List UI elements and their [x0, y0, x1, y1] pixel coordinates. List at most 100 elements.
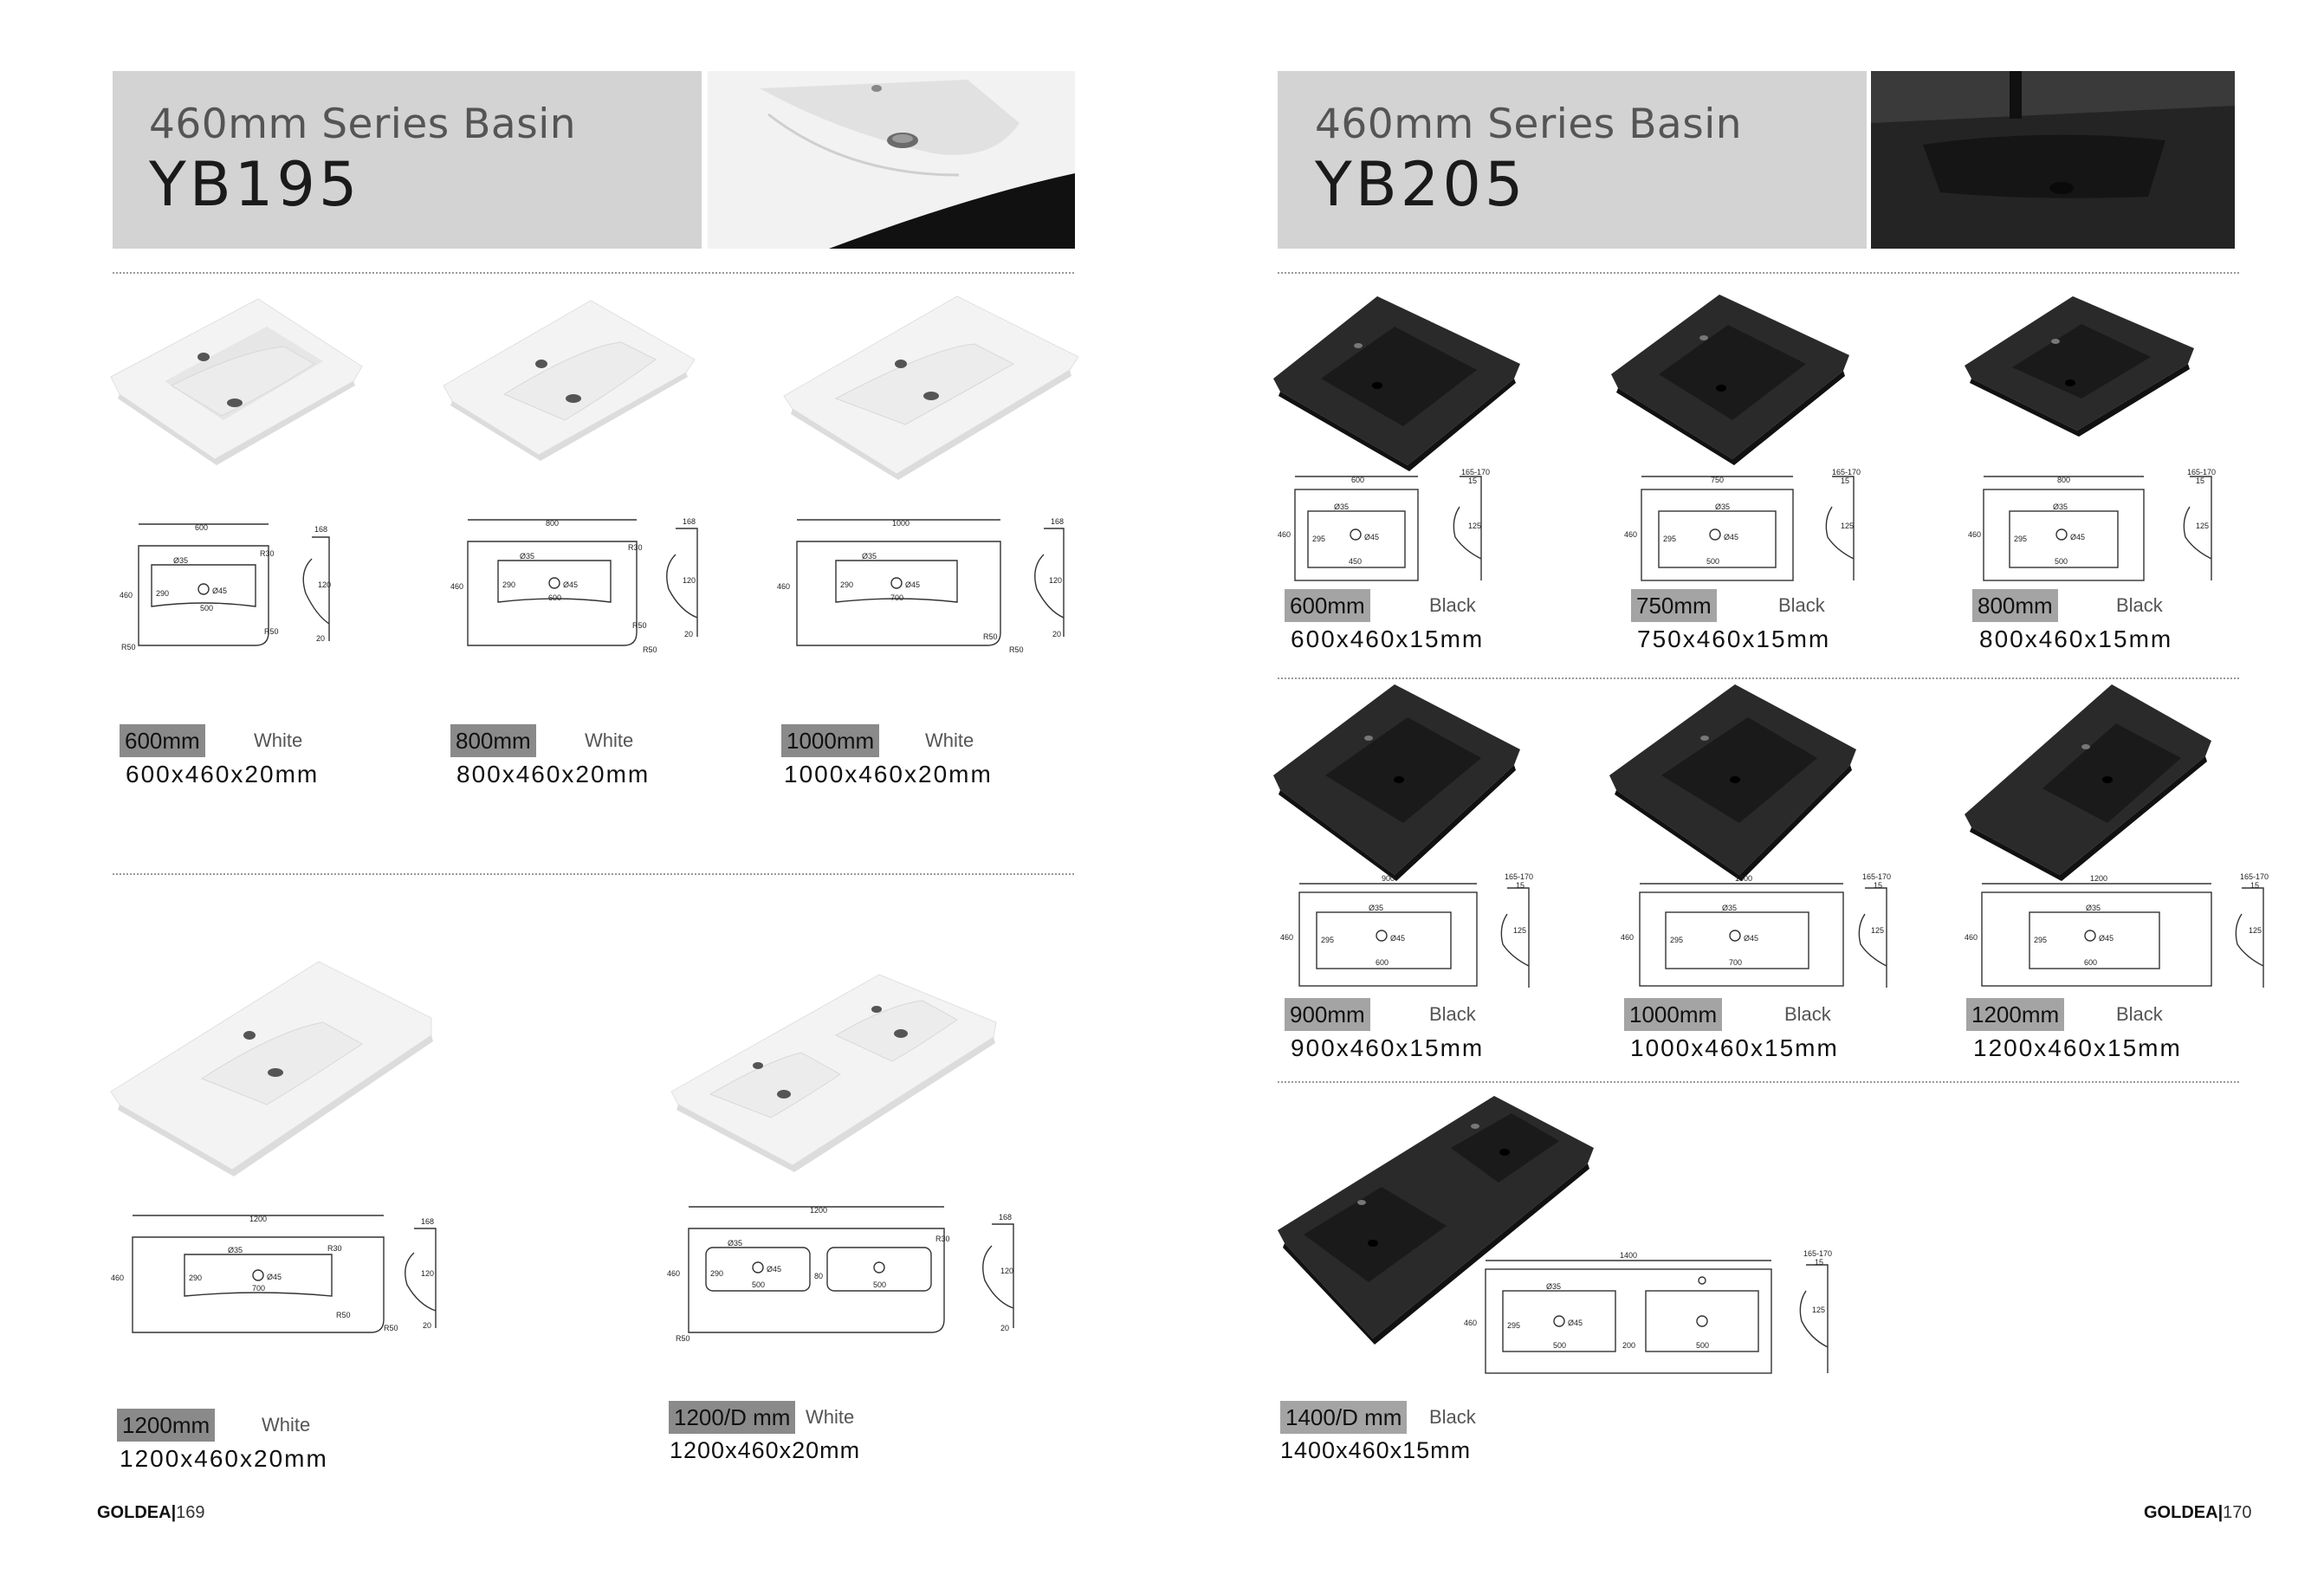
- basin-photo-white-1000: [783, 295, 1079, 480]
- footer-page-number: 169: [176, 1503, 205, 1522]
- drawing-black-750: 750 Ø45 Ø35 500 295 460 165-170 15 125: [1624, 468, 1861, 581]
- dims-label: 1400x460x15mm: [1280, 1437, 1472, 1463]
- left-divider-mid: [113, 873, 1074, 875]
- svg-text:15: 15: [2250, 881, 2259, 890]
- svg-text:460: 460: [777, 582, 790, 591]
- svg-text:Ø45: Ø45: [267, 1273, 282, 1281]
- svg-text:1200: 1200: [810, 1206, 827, 1215]
- svg-text:Ø45: Ø45: [563, 580, 578, 589]
- svg-text:600: 600: [1376, 958, 1389, 967]
- left-header-photo: [708, 71, 1075, 249]
- svg-text:15: 15: [1815, 1258, 1823, 1267]
- left-divider-top: [113, 272, 1074, 274]
- svg-text:125: 125: [1468, 522, 1481, 530]
- svg-text:Ø45: Ø45: [1364, 533, 1379, 541]
- svg-text:700: 700: [890, 593, 903, 602]
- svg-text:Ø45: Ø45: [2070, 533, 2085, 541]
- size-tag-1200: 1200mm: [117, 1409, 216, 1442]
- svg-text:168: 168: [421, 1217, 434, 1226]
- svg-text:120: 120: [318, 580, 331, 589]
- svg-text:460: 460: [1464, 1319, 1477, 1327]
- dims-label: 1200x460x15mm: [1973, 1034, 2182, 1061]
- right-divider-1: [1278, 677, 2239, 679]
- svg-text:Ø45: Ø45: [212, 587, 227, 595]
- svg-text:295: 295: [1321, 936, 1334, 944]
- basin-photo-black-900: [1273, 684, 1520, 881]
- dims-label: 750x460x15mm: [1637, 625, 1831, 652]
- svg-text:200: 200: [1622, 1341, 1635, 1350]
- size-tag-600: 600mm: [1285, 589, 1370, 622]
- svg-text:80: 80: [814, 1272, 823, 1280]
- svg-text:460: 460: [450, 582, 463, 591]
- svg-text:165-170: 165-170: [2240, 872, 2269, 881]
- color-label: White: [925, 729, 974, 751]
- drawing-white-600: 600 Ø45 Ø35 500 290 460 R30 R50 R50 168 …: [120, 523, 331, 651]
- dims-label: 800x460x15mm: [1979, 625, 2173, 652]
- color-label: Black: [2116, 594, 2163, 616]
- svg-text:500: 500: [1696, 1341, 1709, 1350]
- svg-text:R50: R50: [643, 645, 657, 654]
- left-model-title: YB195: [149, 149, 361, 220]
- svg-text:290: 290: [840, 580, 853, 589]
- svg-text:1400: 1400: [1620, 1251, 1637, 1260]
- svg-text:Ø35: Ø35: [862, 552, 877, 561]
- dims-label: 1000x460x15mm: [1630, 1034, 1839, 1061]
- svg-text:120: 120: [421, 1269, 434, 1278]
- size-tag-900: 900mm: [1285, 998, 1370, 1031]
- svg-text:1000: 1000: [1735, 874, 1752, 883]
- color-label: Black: [2116, 1003, 2163, 1025]
- size-tag-800: 800mm: [450, 724, 536, 757]
- svg-text:R50: R50: [384, 1324, 398, 1332]
- size-tag-1400d: 1400/D mm: [1280, 1401, 1408, 1434]
- svg-text:125: 125: [1841, 522, 1854, 530]
- right-divider-2: [1278, 1081, 2239, 1083]
- svg-text:Ø45: Ø45: [2099, 934, 2114, 943]
- svg-text:500: 500: [1553, 1341, 1566, 1350]
- dims-label: 600x460x20mm: [126, 761, 320, 788]
- svg-text:600: 600: [548, 593, 561, 602]
- svg-text:1200: 1200: [249, 1215, 267, 1223]
- svg-text:295: 295: [1312, 535, 1325, 543]
- svg-text:500: 500: [752, 1280, 765, 1289]
- color-label: Black: [1429, 1406, 1476, 1428]
- svg-text:295: 295: [1663, 535, 1676, 543]
- drawing-white-1000: 1000 Ø45 Ø35 700 290 460 R50 R50 168 120…: [777, 517, 1065, 654]
- svg-text:290: 290: [189, 1274, 202, 1282]
- svg-text:120: 120: [1000, 1267, 1013, 1275]
- right-header-banner: [1278, 71, 1867, 249]
- svg-text:125: 125: [1871, 926, 1884, 935]
- right-header-photo: [1871, 71, 2235, 249]
- drawing-black-1200: 1200 Ø45 Ø35 600 295 460 165-170 15 125: [1965, 872, 2269, 988]
- svg-text:460: 460: [1280, 933, 1293, 942]
- svg-text:Ø35: Ø35: [1715, 502, 1730, 511]
- left-footer: GOLDEA|169: [97, 1503, 205, 1522]
- svg-text:15: 15: [1468, 476, 1477, 485]
- color-label: Black: [1778, 594, 1825, 616]
- svg-text:125: 125: [2249, 926, 2262, 935]
- svg-text:15: 15: [1516, 881, 1525, 890]
- svg-text:500: 500: [1706, 557, 1719, 566]
- dims-label: 1200x460x20mm: [670, 1437, 861, 1463]
- svg-text:165-170: 165-170: [1505, 872, 1533, 881]
- svg-text:Ø45: Ø45: [767, 1265, 781, 1274]
- color-label: White: [262, 1414, 311, 1436]
- svg-text:Ø45: Ø45: [1568, 1319, 1583, 1327]
- svg-text:Ø35: Ø35: [1334, 502, 1349, 511]
- svg-text:Ø45: Ø45: [905, 580, 920, 589]
- svg-text:295: 295: [2034, 936, 2047, 944]
- size-tag-1200d: 1200/D mm: [669, 1401, 796, 1434]
- svg-text:Ø35: Ø35: [728, 1239, 742, 1248]
- svg-text:165-170: 165-170: [1862, 872, 1891, 881]
- svg-text:460: 460: [1965, 933, 1978, 942]
- dims-label: 800x460x20mm: [456, 761, 651, 788]
- svg-text:1200: 1200: [2090, 874, 2107, 883]
- footer-page-number: 170: [2223, 1503, 2252, 1522]
- svg-text:460: 460: [1624, 530, 1637, 539]
- svg-text:500: 500: [873, 1280, 886, 1289]
- svg-text:20: 20: [423, 1321, 431, 1330]
- svg-text:750: 750: [1711, 476, 1724, 484]
- left-series-title: 460mm Series Basin: [149, 100, 577, 148]
- svg-text:R50: R50: [1009, 645, 1024, 654]
- svg-text:500: 500: [2055, 557, 2068, 566]
- svg-text:165-170: 165-170: [1803, 1249, 1832, 1258]
